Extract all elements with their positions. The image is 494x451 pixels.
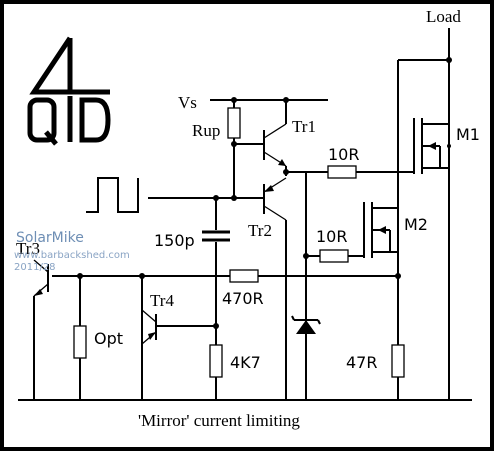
- label-vs: Vs: [178, 93, 197, 112]
- label-tr1: Tr1: [292, 117, 316, 136]
- label-tr3: Tr3: [16, 239, 40, 258]
- label-m2: M2: [404, 215, 428, 234]
- transistor-tr3: [33, 259, 49, 297]
- watermark-name: SolarMike: [16, 230, 84, 246]
- label-tr2: Tr2: [248, 221, 272, 240]
- transistor-tr1: [263, 123, 287, 167]
- label-load: Load: [426, 7, 461, 26]
- logo-4qid: [27, 36, 111, 146]
- resistor-10r-bottom: [319, 249, 349, 263]
- watermark-site: www.barbackshed.com: [14, 250, 130, 261]
- label-opt: Opt: [94, 329, 123, 348]
- mosfet-m1: [413, 118, 451, 174]
- schematic-frame: Load Vs Rup Tr1 Tr2 Tr3 Tr4 M1 M2 10R 10…: [4, 4, 490, 447]
- watermark-date: 2011/28: [14, 262, 56, 273]
- resistor-470r: [229, 269, 259, 283]
- resistor-47r: [391, 344, 405, 378]
- transistor-tr2: [263, 177, 287, 221]
- label-4k7: 4K7: [230, 353, 261, 372]
- zener-diode: [291, 315, 321, 334]
- resistor-4k7: [209, 344, 223, 378]
- label-10r-top: 10R: [328, 145, 359, 164]
- label-10r-bottom: 10R: [316, 227, 347, 246]
- resistor-opt: [73, 325, 87, 359]
- mosfet-m2: [363, 200, 399, 258]
- label-470r: 470R: [222, 289, 264, 308]
- label-rup: Rup: [192, 121, 220, 140]
- resistor-rup: [227, 107, 241, 139]
- caption: 'Mirror' current limiting: [138, 411, 300, 430]
- transistor-tr4: [141, 309, 157, 345]
- label-150p: 150p: [154, 231, 195, 250]
- resistor-10r-top: [327, 165, 357, 179]
- label-tr4: Tr4: [150, 291, 174, 310]
- square-wave-input: [86, 177, 139, 213]
- label-m1: M1: [456, 125, 480, 144]
- label-47r: 47R: [346, 353, 377, 372]
